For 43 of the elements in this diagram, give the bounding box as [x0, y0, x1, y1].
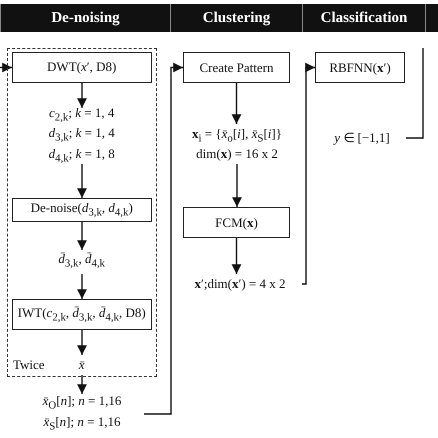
process-box: [183, 207, 290, 238]
process-box: [12, 198, 152, 222]
column-header: [0, 4, 170, 32]
arrow: [77, 375, 87, 394]
formula-text: y ∈ [−1,1]: [334, 130, 390, 146]
formula-text: x̄: [78, 356, 85, 373]
arrow: [77, 164, 87, 198]
arrow: [144, 62, 183, 415]
column-header: [170, 4, 302, 32]
process-box: [315, 52, 405, 83]
arrow: [77, 274, 87, 299]
column-header: [302, 4, 425, 32]
dashed-loop-box: [7, 48, 157, 377]
formula-text: d$_{3,k}$; k = 1, 4: [48, 125, 115, 146]
formula-text: x$_{i}$ = {x̄$_{o}$[i], x̄$_{S}$[i]}: [192, 126, 282, 146]
formula-text: d$_{4,k}$; k = 1, 8: [48, 146, 115, 167]
box-label: IWT(c$_{2,k}$, d̄$_{3,k}$, d̄$_{4,k}$, D8): [18, 304, 146, 324]
box-label: De-noise(d$_{3,k}$, d$_{4,k}$): [30, 200, 133, 219]
box-label: DWT(x′, D8): [47, 59, 116, 76]
column-heading: Clustering: [202, 10, 270, 26]
arrow: [232, 164, 242, 207]
process-box: [183, 52, 290, 83]
box-label: RBFNN(x′): [329, 60, 391, 76]
arrow: [232, 83, 242, 124]
process-box: [12, 298, 152, 330]
arrow: [232, 238, 242, 274]
loop-label: Twice: [13, 357, 45, 373]
arrow: [77, 83, 87, 108]
formula-text: x̄$_{S}$[n]; n = 1,16: [44, 414, 120, 435]
box-label: FCM(x): [215, 214, 258, 230]
formula-text: c$_{2,k}$; k = 1, 4: [49, 104, 114, 126]
arrow: [77, 222, 87, 250]
formula-text: dim(x) = 16 x 2: [196, 146, 278, 162]
column-heading: De-noising: [51, 10, 120, 26]
arrow: [77, 330, 87, 355]
arrow: [302, 62, 315, 285]
process-box: [12, 52, 152, 83]
formula-text: x′;dim(x′) = 4 x 2: [194, 276, 286, 292]
arrow: [0, 62, 12, 72]
box-label: Create Pattern: [200, 60, 274, 76]
formula-text: d̄$_{3,k}$, d̄$_{4,k}$: [58, 251, 105, 272]
column-heading: Classification: [320, 10, 408, 26]
formula-text: x̄$_{O}$[n]; n = 1,16: [42, 393, 122, 414]
